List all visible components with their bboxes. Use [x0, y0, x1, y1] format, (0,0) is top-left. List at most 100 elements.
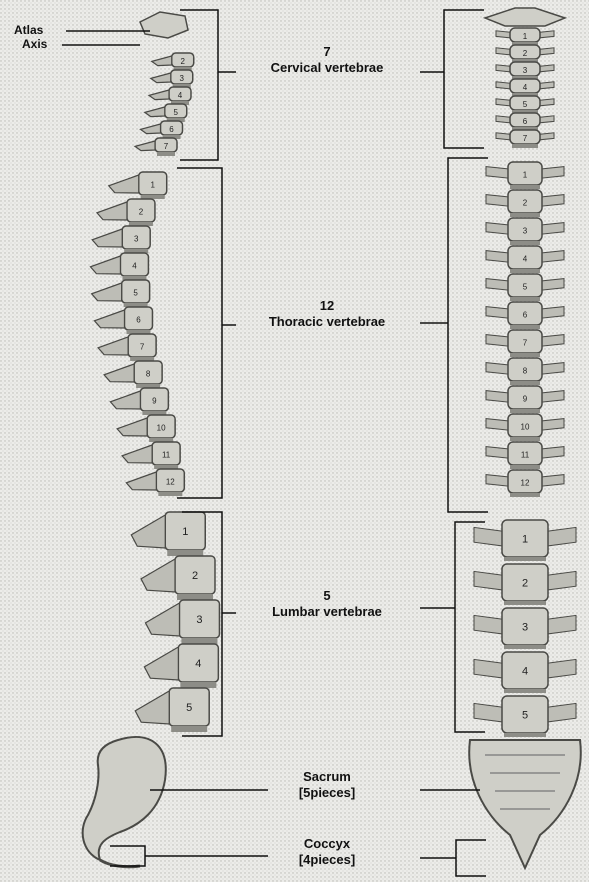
- anterior-vertebra-number: 2: [523, 199, 528, 208]
- anterior-transverse-process-right: [542, 223, 564, 235]
- anterior-transverse-process-left: [486, 391, 508, 403]
- lumbar-label: 5 Lumbar vertebrae: [236, 588, 418, 620]
- sacrum-label: Sacrum [5pieces]: [236, 769, 418, 801]
- anterior-transverse-process-right: [548, 659, 576, 678]
- lumbar-count: 5: [236, 588, 418, 604]
- lateral-vertebra-number: 6: [169, 125, 174, 134]
- atlas-label: Atlas: [14, 24, 43, 37]
- lateral-vertebra-number: 4: [195, 658, 201, 670]
- anterior-transverse-process-left: [486, 307, 508, 319]
- intervertebral-disc: [157, 152, 175, 156]
- anterior-disc: [510, 409, 540, 413]
- lumbar-name: Lumbar vertebrae: [236, 604, 418, 620]
- anterior-disc: [510, 353, 540, 357]
- anterior-disc: [512, 144, 538, 148]
- anterior-transverse-process-right: [542, 447, 564, 459]
- lateral-vertebra-number: 2: [139, 208, 144, 217]
- anterior-transverse-process-left: [496, 82, 510, 89]
- intervertebral-disc: [180, 682, 216, 688]
- lateral-vertebra-number: 5: [186, 702, 192, 714]
- anterior-transverse-process-right: [540, 99, 554, 106]
- sacrum-name: Sacrum: [236, 769, 418, 785]
- anterior-disc: [510, 185, 540, 189]
- anterior-vertebra-number: 1: [523, 171, 528, 180]
- anterior-vertebra-number: 3: [522, 622, 528, 634]
- lateral-vertebra-number: 3: [196, 614, 202, 626]
- anterior-transverse-process-right: [540, 48, 554, 55]
- anterior-transverse-process-right: [540, 82, 554, 89]
- anterior-transverse-process-left: [486, 251, 508, 263]
- anterior-vertebra-number: 5: [523, 100, 528, 109]
- lateral-vertebra-number: 2: [180, 57, 185, 66]
- anterior-disc: [510, 213, 540, 217]
- anterior-transverse-process-right: [542, 195, 564, 207]
- lateral-vertebra-number: 8: [146, 370, 151, 379]
- lateral-vertebra-number: 5: [133, 289, 138, 298]
- anterior-vertebra-number: 6: [523, 117, 528, 126]
- anterior-vertebra-number: 7: [523, 134, 528, 143]
- anterior-disc: [510, 269, 540, 273]
- anterior-transverse-process-right: [542, 391, 564, 403]
- anterior-transverse-process-right: [542, 279, 564, 291]
- anterior-vertebra-number: 10: [521, 423, 530, 432]
- coccyx-name: Coccyx: [236, 836, 418, 852]
- anterior-transverse-process-right: [540, 116, 554, 123]
- anterior-vertebra-number: 12: [521, 479, 530, 488]
- anterior-transverse-process-left: [496, 116, 510, 123]
- anterior-transverse-process-left: [486, 419, 508, 431]
- anterior-transverse-process-right: [540, 65, 554, 72]
- anterior-disc: [504, 689, 546, 693]
- lateral-vertebra-number: 4: [178, 91, 183, 100]
- anterior-transverse-process-left: [474, 659, 502, 678]
- thoracic-label: 12 Thoracic vertebrae: [236, 298, 418, 330]
- anterior-transverse-process-right: [542, 251, 564, 263]
- lateral-vertebra-number: 12: [166, 478, 175, 487]
- anterior-transverse-process-right: [548, 571, 576, 590]
- anterior-disc: [504, 733, 546, 737]
- anterior-vertebra-number: 1: [523, 32, 528, 41]
- anterior-transverse-process-left: [474, 615, 502, 634]
- anterior-vertebra-number: 4: [523, 255, 528, 264]
- anterior-vertebra-number: 7: [523, 339, 528, 348]
- lateral-vertebra-number: 10: [157, 424, 166, 433]
- anterior-transverse-process-right: [540, 133, 554, 140]
- lateral-vertebra-number: 5: [174, 108, 179, 117]
- anterior-vertebra-number: 2: [522, 578, 528, 590]
- anterior-vertebra-number: 1: [522, 534, 528, 546]
- cervical-count: 7: [236, 44, 418, 60]
- intervertebral-disc: [181, 638, 217, 644]
- anterior-transverse-process-right: [542, 419, 564, 431]
- thoracic-count: 12: [236, 298, 418, 314]
- anterior-vertebra-number: 4: [522, 666, 528, 678]
- anterior-transverse-process-left: [486, 195, 508, 207]
- anterior-transverse-process-left: [486, 167, 508, 179]
- anterior-disc: [510, 297, 540, 301]
- cervical-name: Cervical vertebrae: [236, 60, 418, 76]
- anterior-vertebra-number: 3: [523, 227, 528, 236]
- anterior-disc: [510, 493, 540, 497]
- lateral-vertebra-number: 3: [134, 235, 139, 244]
- anterior-transverse-process-right: [542, 167, 564, 179]
- anterior-disc: [504, 601, 546, 605]
- anterior-vertebra-number: 5: [522, 710, 528, 722]
- lateral-vertebra-number: 6: [136, 316, 141, 325]
- lateral-vertebra-number: 11: [162, 451, 171, 460]
- anterior-disc: [510, 381, 540, 385]
- anterior-transverse-process-left: [496, 133, 510, 140]
- anterior-vertebra-number: 6: [523, 311, 528, 320]
- lateral-vertebra-number: 7: [140, 343, 145, 352]
- anterior-vertebra-number: 2: [523, 49, 528, 58]
- anterior-vertebra-number: 9: [523, 395, 528, 404]
- anterior-vertebra-number: 3: [523, 66, 528, 75]
- anterior-transverse-process-right: [542, 307, 564, 319]
- lateral-vertebra-number: 4: [132, 262, 137, 271]
- anterior-vertebra-number: 5: [523, 283, 528, 292]
- anterior-transverse-process-right: [542, 475, 564, 487]
- coccyx-label: Coccyx [4pieces]: [236, 836, 418, 868]
- intervertebral-disc: [167, 550, 203, 556]
- anterior-transverse-process-left: [496, 31, 510, 38]
- anterior-disc: [510, 241, 540, 245]
- coccyx-pieces: [4pieces]: [236, 852, 418, 868]
- anterior-disc: [504, 645, 546, 649]
